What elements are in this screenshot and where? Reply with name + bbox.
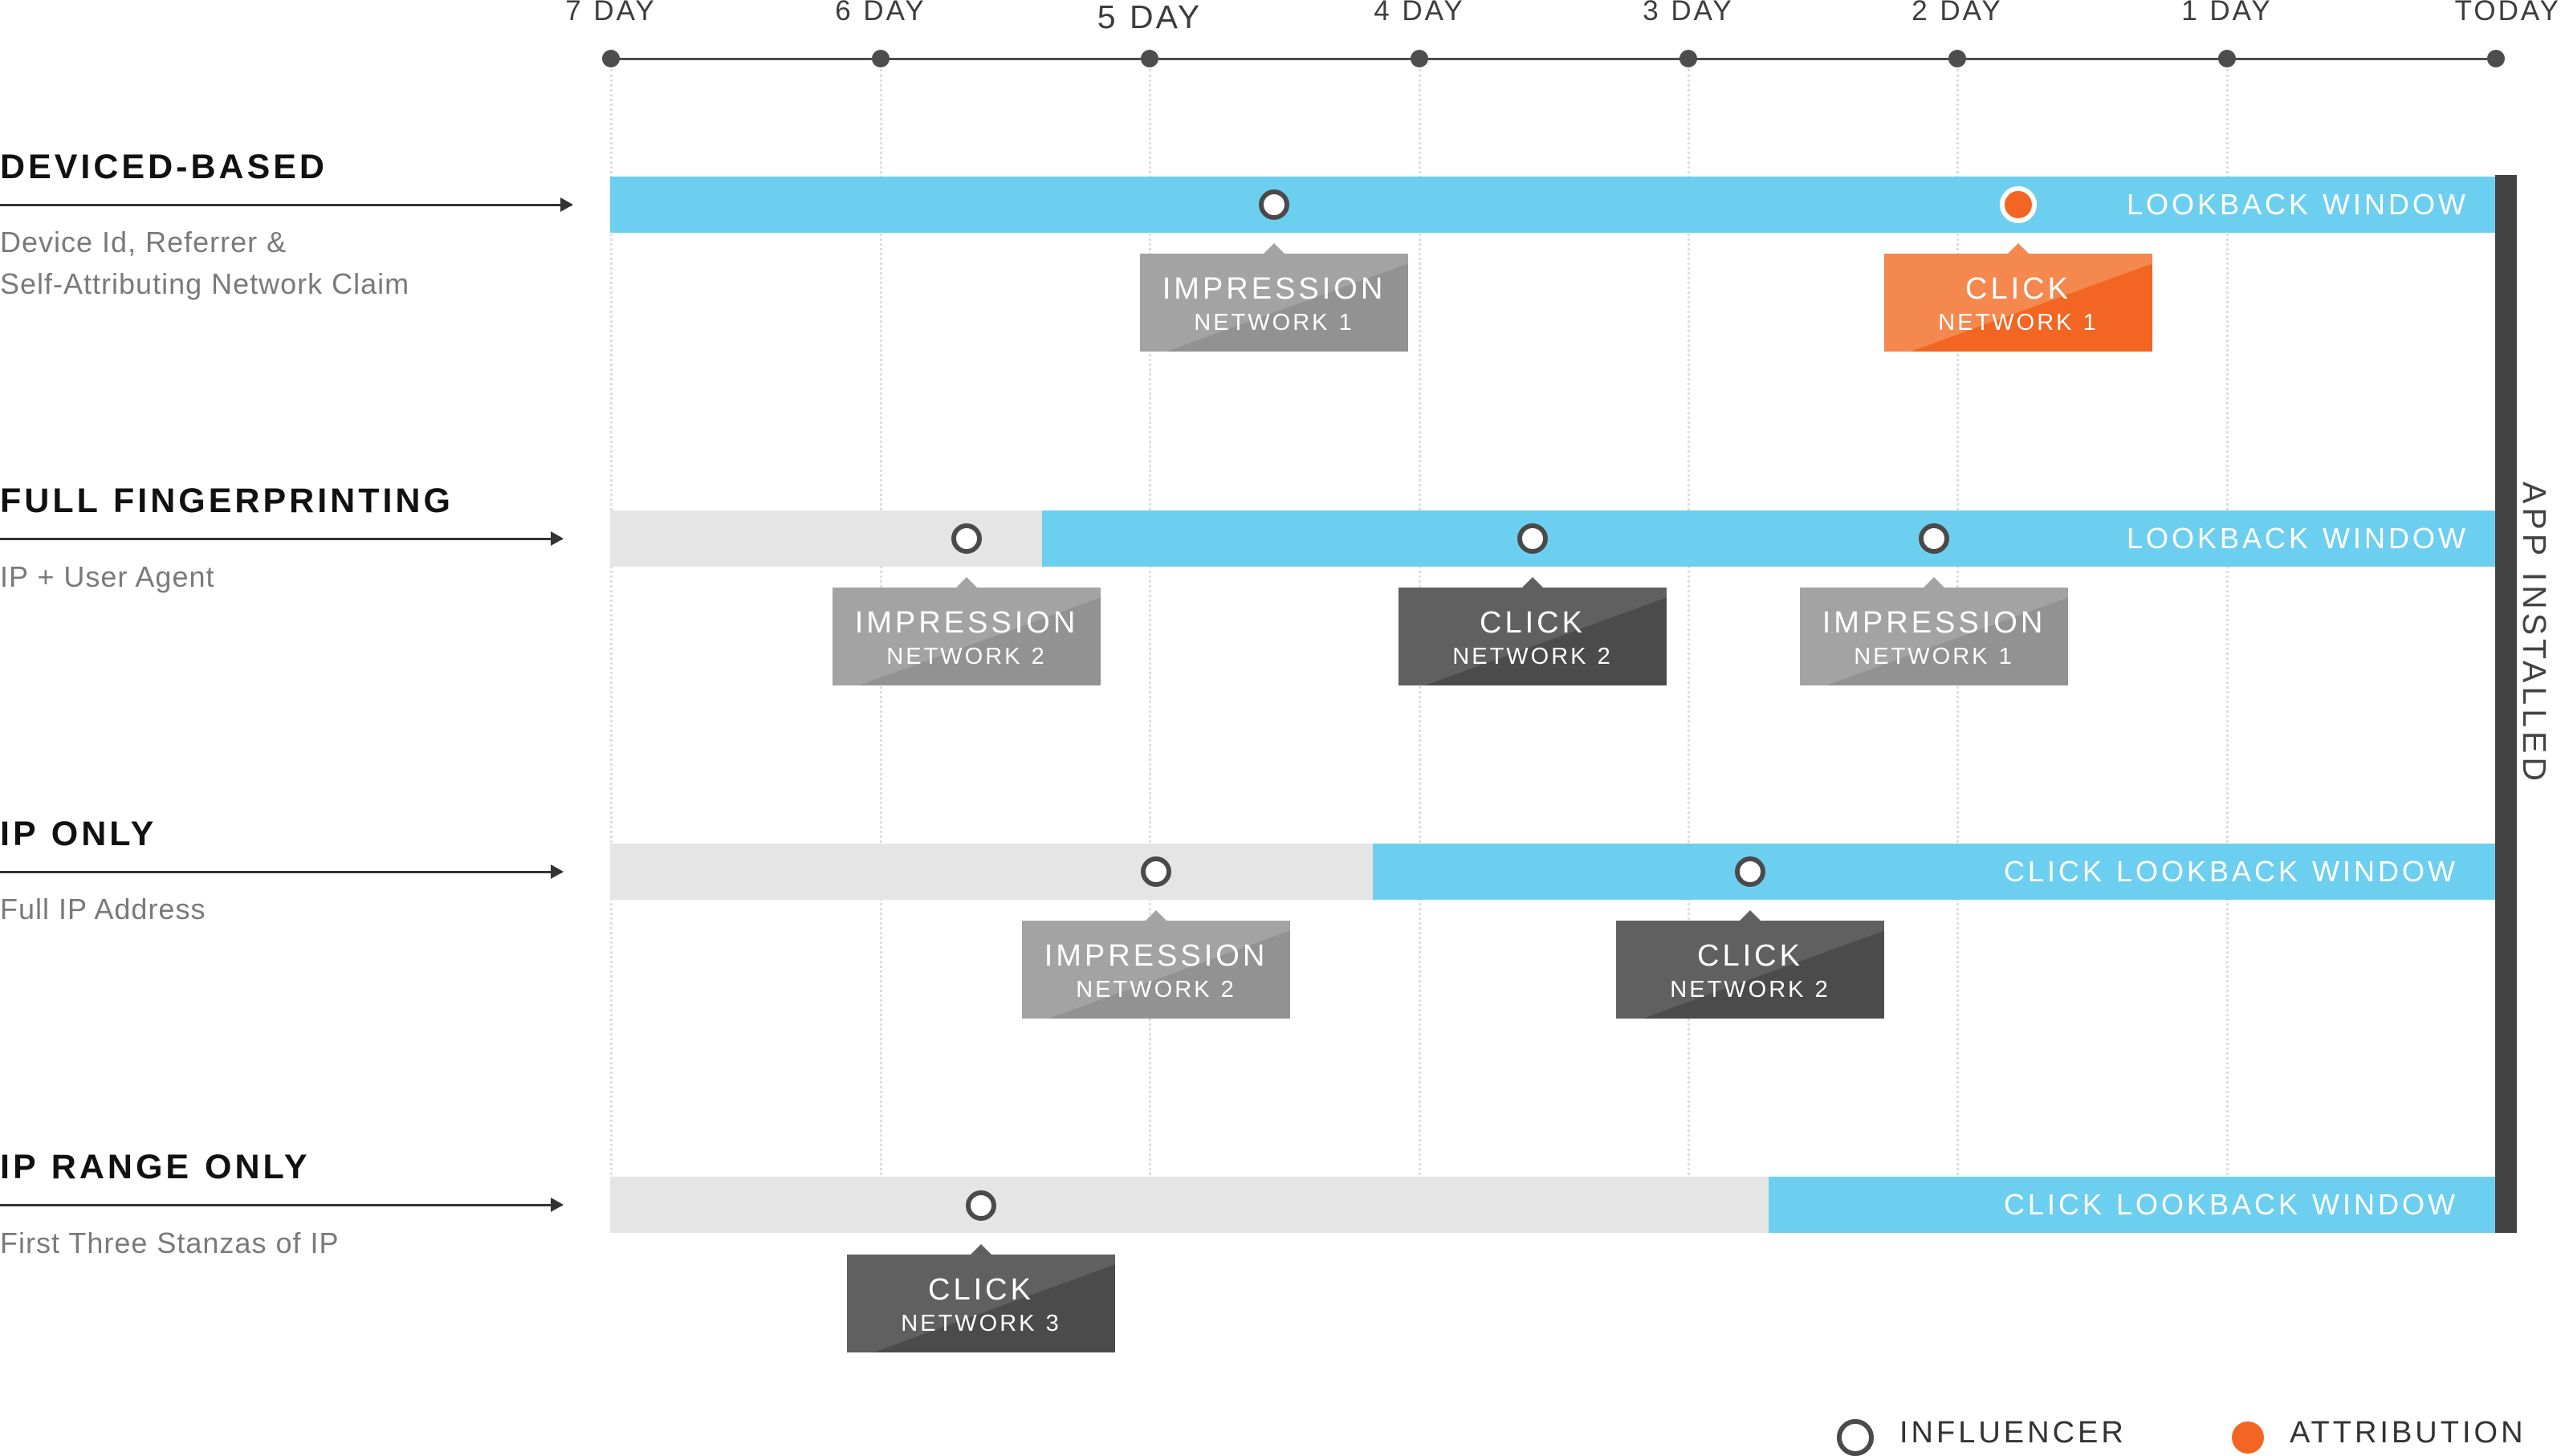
axis-label-5-day: 5 DAY [1097,0,1203,35]
click-lookback-window-bar: CLICK LOOKBACK WINDOW [1769,1177,2497,1233]
event-network: NETWORK 2 [1452,644,1613,669]
influencer-marker [1735,856,1765,887]
event-impression: IMPRESSION NETWORK 2 [1022,921,1290,1019]
axis-tick-dot [2218,50,2236,67]
event-type: CLICK [1480,606,1586,640]
row-title: IP ONLY [0,815,157,853]
legend-influencer-label: INFLUENCER [1899,1416,2127,1450]
arrow-icon [0,531,564,546]
axis-tick-dot [1679,50,1697,67]
grid-line [1149,69,1151,1233]
influencer-legend-icon [1837,1419,1874,1456]
axis-label-1-day: 1 DAY [2181,0,2273,26]
arrow-icon [0,864,564,879]
event-type: CLICK [1697,939,1803,973]
event-network: NETWORK 1 [1854,644,2014,669]
grid-line [2226,69,2229,1233]
event-click: CLICK NETWORK 2 [1616,921,1884,1019]
axis-label-4-day: 4 DAY [1374,0,1465,26]
lookback-window-label: LOOKBACK WINDOW [2126,188,2469,221]
event-network: NETWORK 2 [886,644,1047,669]
axis-label-today: TODAY [2454,0,2561,26]
axis-tick-dot [1411,50,1428,67]
grid-line [610,69,613,1233]
event-type: CLICK [928,1273,1034,1307]
event-network: NETWORK 1 [1938,310,2099,336]
axis-tick-dot [2487,50,2505,67]
row-title: DEVICED-BASED [0,148,328,186]
grid-line [1688,69,1690,1233]
influencer-marker [966,1190,996,1221]
app-installed-bar [2495,175,2517,1233]
arrow-icon [0,1198,564,1212]
event-impression: IMPRESSION NETWORK 1 [1800,588,2068,685]
outside-window-bar [610,844,1374,900]
axis-label-6-day: 6 DAY [835,0,926,26]
event-type: IMPRESSION [1162,272,1386,306]
influencer-marker [1517,523,1548,554]
event-network: NETWORK 1 [1194,310,1354,336]
event-type: IMPRESSION [854,606,1079,640]
axis-label-3-day: 3 DAY [1643,0,1734,26]
outside-window-bar [610,1177,1770,1233]
event-type: IMPRESSION [1822,606,2046,640]
row-subtitle: Device Id, Referrer & Self-Attributing N… [0,226,410,300]
row-subtitle: Full IP Address [0,893,206,925]
event-network: NETWORK 2 [1670,977,1830,1003]
attribution-legend-icon [2232,1421,2264,1454]
event-impression: IMPRESSION NETWORK 2 [833,588,1101,685]
row-subtitle: First Three Stanzas of IP [0,1226,340,1259]
click-lookback-window-bar: CLICK LOOKBACK WINDOW [1373,844,2497,900]
axis-label-2-day: 2 DAY [1911,0,2003,26]
axis-label-7-day: 7 DAY [565,0,657,26]
axis-tick-dot [602,50,620,67]
event-impression: IMPRESSION NETWORK 1 [1140,254,1408,352]
influencer-marker [1141,856,1171,887]
lookback-window-bar: LOOKBACK WINDOW [610,177,2497,233]
axis-tick-dot [872,50,890,67]
click-lookback-window-label: CLICK LOOKBACK WINDOW [2003,855,2458,888]
row-title: IP RANGE ONLY [0,1148,311,1186]
influencer-marker [1259,189,1289,220]
arrow-icon [0,197,573,212]
event-click-attributed: CLICK NETWORK 1 [1884,254,2152,352]
axis-line [609,58,2502,60]
event-type: CLICK [1965,272,2071,306]
row-title: FULL FINGERPRINTING [0,482,454,520]
axis-tick-dot [1948,50,1966,67]
influencer-marker [951,523,982,554]
lookback-window-label: LOOKBACK WINDOW [2126,522,2469,555]
event-network: NETWORK 3 [901,1311,1061,1336]
lookback-window-bar: LOOKBACK WINDOW [1042,510,2497,567]
app-installed-label: APP INSTALLED [2516,482,2553,785]
event-type: IMPRESSION [1044,939,1268,973]
event-click: CLICK NETWORK 2 [1398,588,1667,685]
axis-tick-dot [1141,50,1158,67]
event-click: CLICK NETWORK 3 [847,1255,1115,1352]
attribution-marker [2000,186,2037,223]
row-subtitle: IP + User Agent [0,560,215,593]
legend-attribution-label: ATTRIBUTION [2290,1416,2526,1450]
influencer-marker [1919,523,1949,554]
click-lookback-window-label: CLICK LOOKBACK WINDOW [2003,1188,2458,1221]
event-network: NETWORK 2 [1076,977,1236,1003]
